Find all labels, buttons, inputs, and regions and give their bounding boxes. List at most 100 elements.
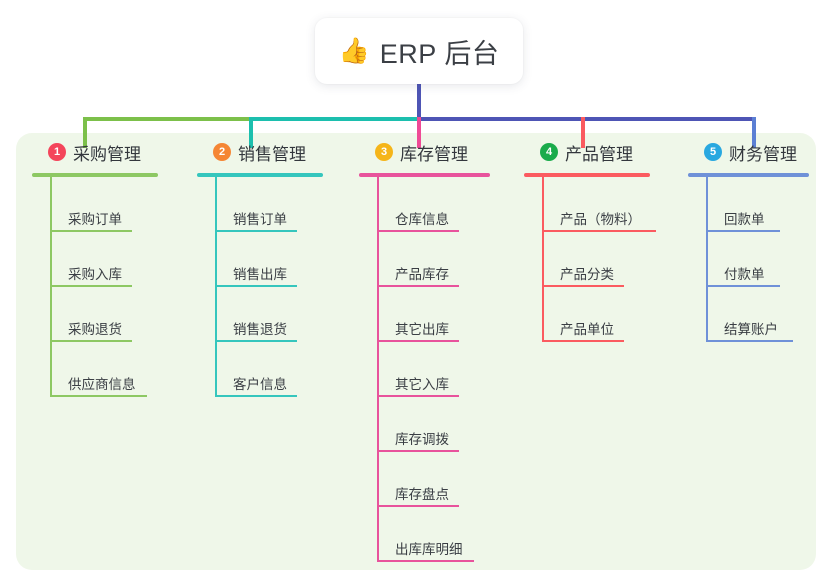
branch-leaves-4: 产品（物料） 产品分类产品单位 <box>524 177 664 342</box>
leaf-rule <box>379 395 459 397</box>
branch-rule-3 <box>359 173 490 177</box>
leaf-node[interactable]: 出库库明细 <box>377 507 504 562</box>
leaf-node[interactable]: 销售出库 <box>215 232 337 287</box>
branch-badge-3: 3 <box>375 143 393 161</box>
leaf-node[interactable]: 产品库存 <box>377 232 504 287</box>
branch-badge-4: 4 <box>540 143 558 161</box>
branch-trunk-3 <box>377 177 379 562</box>
root-node-title: ERP 后台 <box>379 38 500 69</box>
branch-rule-4 <box>524 173 650 177</box>
leaf-label: 采购退货 <box>68 321 122 337</box>
branch-trunk-2 <box>215 177 217 397</box>
leaf-label: 供应商信息 <box>68 376 136 392</box>
branch-header-4[interactable]: 4 产品管理 <box>524 133 664 171</box>
branches-panel <box>16 133 816 570</box>
leaf-label: 其它入库 <box>395 376 449 392</box>
leaf-rule <box>379 285 459 287</box>
branch-trunk-1 <box>50 177 52 397</box>
leaf-label: 库存盘点 <box>395 486 449 502</box>
leaf-rule <box>217 230 297 232</box>
leaf-node[interactable]: 销售退货 <box>215 287 337 342</box>
leaf-rule <box>379 560 474 562</box>
leaf-label: 回款单 <box>724 211 765 227</box>
leaf-label: 仓库信息 <box>395 211 449 227</box>
leaf-node[interactable]: 其它入库 <box>377 342 504 397</box>
leaf-label: 采购订单 <box>68 211 122 227</box>
branch-title-5: 财务管理 <box>729 144 797 164</box>
branch-columns: 1 采购管理采购订单采购入库采购退货供应商信息 2 销售管理销售订单销售出库销售退货客… <box>16 133 816 570</box>
branch-column-3: 3 库存管理仓库信息产品库存其它出库其它入库库存调拨库存盘点出库库明细 <box>359 133 504 562</box>
branch-trunk-4 <box>542 177 544 342</box>
branch-badge-2: 2 <box>213 143 231 161</box>
branch-leaves-5: 回款单付款单结算账户 <box>688 177 823 342</box>
branch-header-5[interactable]: 5 财务管理 <box>688 133 823 171</box>
leaf-label: 其它出库 <box>395 321 449 337</box>
leaf-node[interactable]: 客户信息 <box>215 342 337 397</box>
leaf-rule <box>544 230 656 232</box>
branch-rule-1 <box>32 173 158 177</box>
leaf-rule <box>379 340 459 342</box>
leaf-node[interactable]: 产品分类 <box>542 232 664 287</box>
leaf-label: 销售出库 <box>233 266 287 282</box>
leaf-label: 销售退货 <box>233 321 287 337</box>
leaf-rule <box>379 505 459 507</box>
leaf-rule <box>217 395 297 397</box>
leaf-rule <box>52 395 147 397</box>
leaf-node[interactable]: 库存调拨 <box>377 397 504 452</box>
branch-column-4: 4 产品管理产品（物料） 产品分类产品单位 <box>524 133 664 342</box>
leaf-rule <box>52 285 132 287</box>
branch-trunk-5 <box>706 177 708 342</box>
leaf-label: 产品分类 <box>560 266 614 282</box>
thumbs-up-icon: 👍 <box>338 36 370 65</box>
leaf-rule <box>217 340 297 342</box>
leaf-label: 销售订单 <box>233 211 287 227</box>
leaf-label: 付款单 <box>724 266 765 282</box>
leaf-node[interactable]: 采购订单 <box>50 177 172 232</box>
leaf-node[interactable]: 库存盘点 <box>377 452 504 507</box>
leaf-rule <box>379 230 459 232</box>
leaf-node[interactable]: 采购退货 <box>50 287 172 342</box>
branch-header-2[interactable]: 2 销售管理 <box>197 133 337 171</box>
leaf-rule <box>708 340 793 342</box>
branch-leaves-1: 采购订单采购入库采购退货供应商信息 <box>32 177 172 397</box>
root-node[interactable]: 👍 ERP 后台 <box>315 18 523 84</box>
branch-column-5: 5 财务管理回款单付款单结算账户 <box>688 133 823 342</box>
leaf-label: 出库库明细 <box>395 541 463 557</box>
leaf-node[interactable]: 销售订单 <box>215 177 337 232</box>
leaf-label: 库存调拨 <box>395 431 449 447</box>
leaf-rule <box>379 450 459 452</box>
branch-rule-5 <box>688 173 809 177</box>
leaf-node[interactable]: 供应商信息 <box>50 342 172 397</box>
leaf-node[interactable]: 付款单 <box>706 232 823 287</box>
leaf-label: 产品库存 <box>395 266 449 282</box>
leaf-node[interactable]: 仓库信息 <box>377 177 504 232</box>
branch-badge-5: 5 <box>704 143 722 161</box>
branch-title-3: 库存管理 <box>400 144 468 164</box>
branch-title-4: 产品管理 <box>565 144 633 164</box>
branch-badge-1: 1 <box>48 143 66 161</box>
branch-title-1: 采购管理 <box>73 144 141 164</box>
leaf-label: 客户信息 <box>233 376 287 392</box>
branch-rule-2 <box>197 173 323 177</box>
leaf-node[interactable]: 其它出库 <box>377 287 504 342</box>
leaf-node[interactable]: 产品（物料） <box>542 177 664 232</box>
branch-title-2: 销售管理 <box>238 144 306 164</box>
leaf-node[interactable]: 回款单 <box>706 177 823 232</box>
branch-column-2: 2 销售管理销售订单销售出库销售退货客户信息 <box>197 133 337 397</box>
branch-header-3[interactable]: 3 库存管理 <box>359 133 504 171</box>
leaf-label: 采购入库 <box>68 266 122 282</box>
leaf-rule <box>544 285 624 287</box>
leaf-node[interactable]: 结算账户 <box>706 287 823 342</box>
leaf-rule <box>52 230 132 232</box>
leaf-label: 结算账户 <box>724 321 778 337</box>
leaf-label: 产品单位 <box>560 321 614 337</box>
leaf-node[interactable]: 产品单位 <box>542 287 664 342</box>
leaf-label: 产品（物料） <box>560 211 641 227</box>
leaf-rule <box>708 230 780 232</box>
branch-leaves-3: 仓库信息产品库存其它出库其它入库库存调拨库存盘点出库库明细 <box>359 177 504 562</box>
leaf-rule <box>544 340 624 342</box>
branch-header-1[interactable]: 1 采购管理 <box>32 133 172 171</box>
leaf-node[interactable]: 采购入库 <box>50 232 172 287</box>
leaf-rule <box>708 285 780 287</box>
